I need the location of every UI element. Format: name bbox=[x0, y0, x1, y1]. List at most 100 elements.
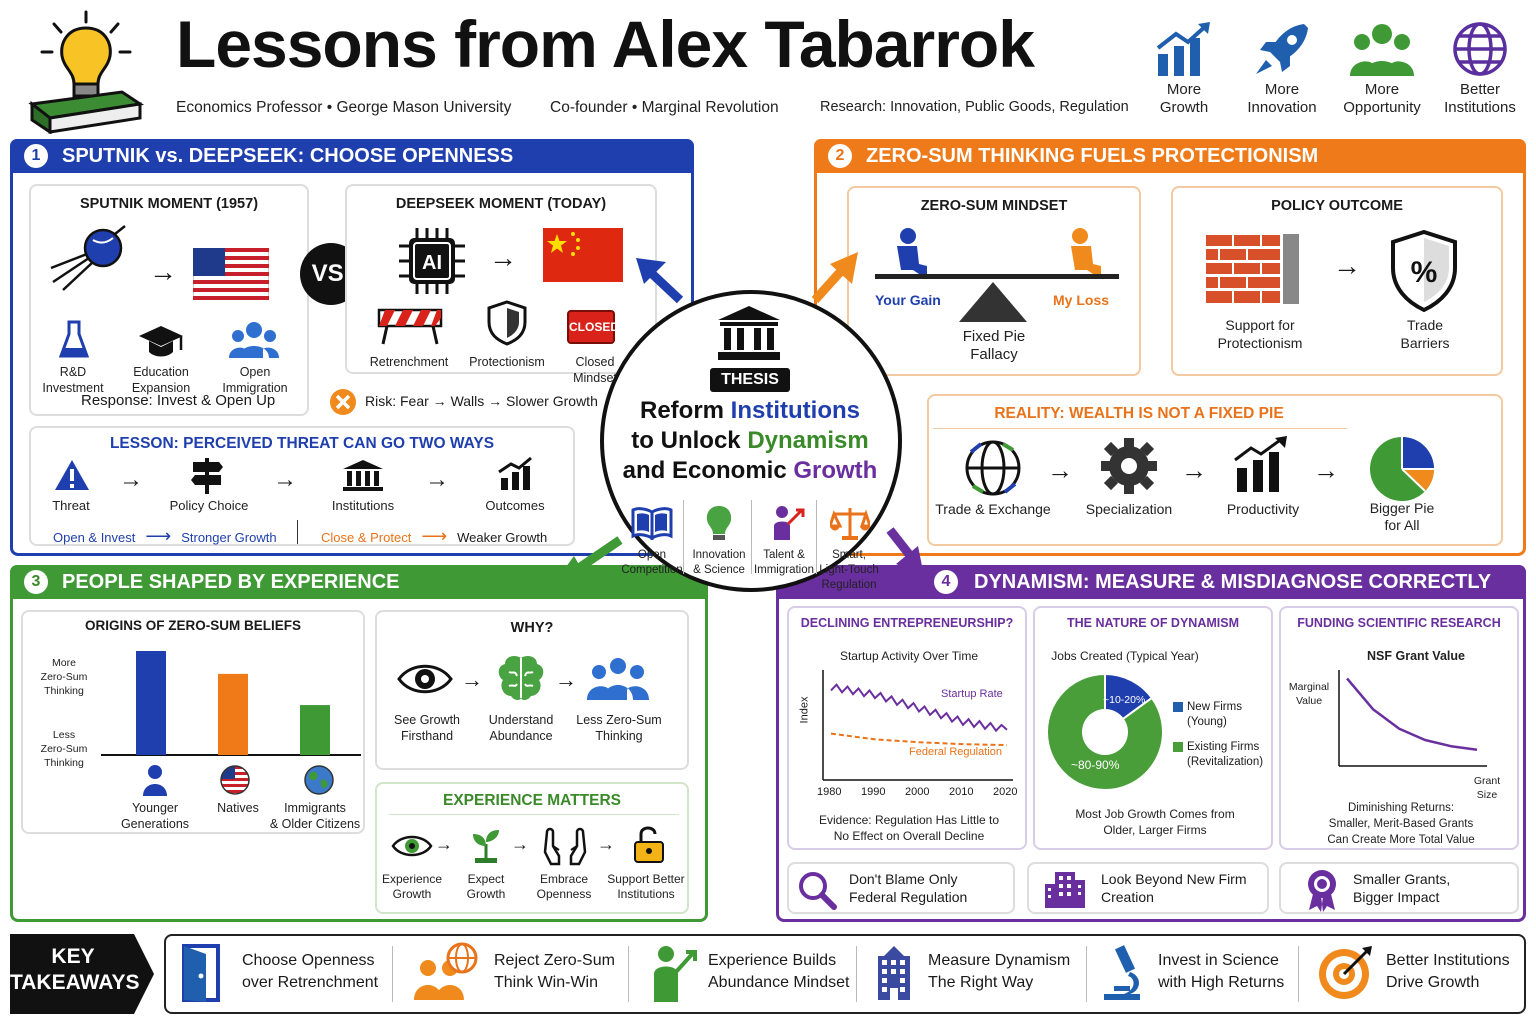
bar-1 bbox=[218, 673, 248, 755]
signpost-icon bbox=[191, 458, 223, 494]
deepseek-risk: Risk: Fear → Walls → Slower Growth bbox=[365, 393, 598, 409]
x-mark-icon bbox=[330, 389, 356, 415]
x-tick-2010: 2010 bbox=[949, 786, 974, 798]
young-person-icon bbox=[143, 765, 167, 796]
series-federal-regulation bbox=[830, 732, 1008, 747]
people-icon bbox=[1350, 24, 1414, 76]
legend-swatch-existing bbox=[1173, 742, 1183, 752]
shield-icon bbox=[487, 300, 527, 346]
award-ribbon-icon bbox=[1308, 870, 1336, 912]
arrow-right-icon: → bbox=[1181, 455, 1207, 485]
tall-building-icon bbox=[878, 946, 910, 1000]
people-group-icon bbox=[587, 658, 649, 700]
thesis-statement: Reform Institutions to Unlock Dynamism a… bbox=[622, 397, 878, 484]
section-1-title: SPUTNIK vs. DEEPSEEK: CHOOSE OPENNESS bbox=[62, 145, 514, 167]
closed-sign-icon: CLOSED bbox=[567, 310, 619, 344]
bigger-pie-icon bbox=[1370, 437, 1434, 501]
barrier-icon bbox=[377, 308, 443, 345]
y-axis-label: Index bbox=[798, 696, 811, 724]
unlock-icon bbox=[634, 826, 664, 863]
funding-research-card: FUNDING SCIENTIFIC RESEARCH NSF Grant Va… bbox=[1279, 606, 1519, 850]
bar-2 bbox=[300, 705, 330, 755]
deepseek-card: DEEPSEEK MOMENT (TODAY) AI → CLOSED Retr… bbox=[345, 184, 657, 385]
flask-icon bbox=[59, 320, 89, 358]
section-2-title: ZERO-SUM THINKING FUELS PROTECTIONISM bbox=[866, 145, 1319, 167]
earth-icon bbox=[304, 765, 334, 795]
declining-entrepreneurship-card: DECLINING ENTREPRENEURSHIP? Startup Acti… bbox=[787, 606, 1027, 850]
thesis-item-innovation: Innovation& Science bbox=[692, 549, 746, 576]
arrow-right-icon: → bbox=[119, 466, 143, 493]
institution-icon bbox=[343, 460, 383, 491]
brain-icon bbox=[498, 656, 544, 700]
subtitle-research: Research: Innovation, Public Goods, Regu… bbox=[820, 99, 1129, 115]
open-hands-icon bbox=[543, 827, 587, 866]
magnifier-icon bbox=[799, 872, 837, 910]
productivity-chart-icon bbox=[1234, 436, 1287, 492]
gear-icon bbox=[1101, 438, 1157, 494]
arrow-right-icon: → bbox=[425, 466, 449, 493]
bar-0 bbox=[136, 651, 166, 755]
arrow-right-icon: → bbox=[489, 242, 517, 273]
eye-icon bbox=[397, 664, 453, 694]
grant-curve-chart bbox=[1338, 670, 1487, 767]
series-startup-rate bbox=[830, 683, 1008, 733]
arrow-right-icon: → bbox=[1333, 250, 1361, 281]
talent-climb-icon bbox=[774, 506, 805, 540]
fulcrum-icon bbox=[959, 282, 1027, 322]
bar-growth-icon bbox=[498, 456, 532, 490]
shield-percent-icon: % bbox=[1391, 230, 1457, 312]
series-grant-value bbox=[1346, 677, 1478, 751]
subtitle-professor: Economics Professor • George Mason Unive… bbox=[176, 99, 512, 116]
institution-icon bbox=[718, 306, 780, 360]
scales-icon bbox=[830, 508, 870, 540]
buildings-icon bbox=[1045, 872, 1085, 908]
origins-bar-chart bbox=[101, 651, 361, 756]
nature-of-dynamism-card: THE NATURE OF DYNAMISM Jobs Created (Typ… bbox=[1033, 606, 1273, 850]
legend-swatch-new bbox=[1173, 702, 1183, 712]
sputnik-response: Response: Invest & Open Up bbox=[81, 392, 276, 409]
legend-federal-regulation: Federal Regulation bbox=[909, 746, 1002, 758]
globe-icon bbox=[1453, 22, 1507, 76]
thesis-tag: THESIS bbox=[710, 368, 790, 392]
jobs-pie-chart bbox=[1046, 672, 1164, 791]
ai-chip-icon: AI bbox=[399, 228, 465, 294]
startup-line-chart bbox=[822, 670, 1013, 781]
svg-text:AI: AI bbox=[422, 252, 442, 274]
arrow-right-icon: → bbox=[149, 256, 177, 287]
takeaways-bar bbox=[164, 934, 1526, 1014]
section-3-title: PEOPLE SHAPED BY EXPERIENCE bbox=[62, 571, 400, 593]
section-4-title: DYNAMISM: MEASURE & MISDIAGNOSE CORRECTL… bbox=[974, 571, 1492, 593]
satellite-icon bbox=[50, 225, 126, 291]
open-door-icon bbox=[182, 944, 220, 1002]
lesson-card: LESSON: PERCEIVED THREAT CAN GO TWO WAYS… bbox=[29, 426, 575, 546]
x-tick-1980: 1980 bbox=[817, 786, 842, 798]
person-growth-icon bbox=[654, 946, 697, 1002]
thesis-item-talent: Talent &Immigration bbox=[753, 549, 815, 576]
group-icon bbox=[229, 322, 279, 358]
trade-globe-icon bbox=[965, 440, 1021, 496]
open-book-icon bbox=[631, 507, 673, 540]
sprout-icon bbox=[473, 830, 499, 863]
arrow-right-icon: → bbox=[273, 466, 297, 493]
graduation-cap-icon bbox=[139, 326, 183, 357]
smaller-grants: Smaller Grants,Bigger Impact bbox=[1279, 862, 1519, 914]
warning-icon bbox=[55, 460, 89, 490]
